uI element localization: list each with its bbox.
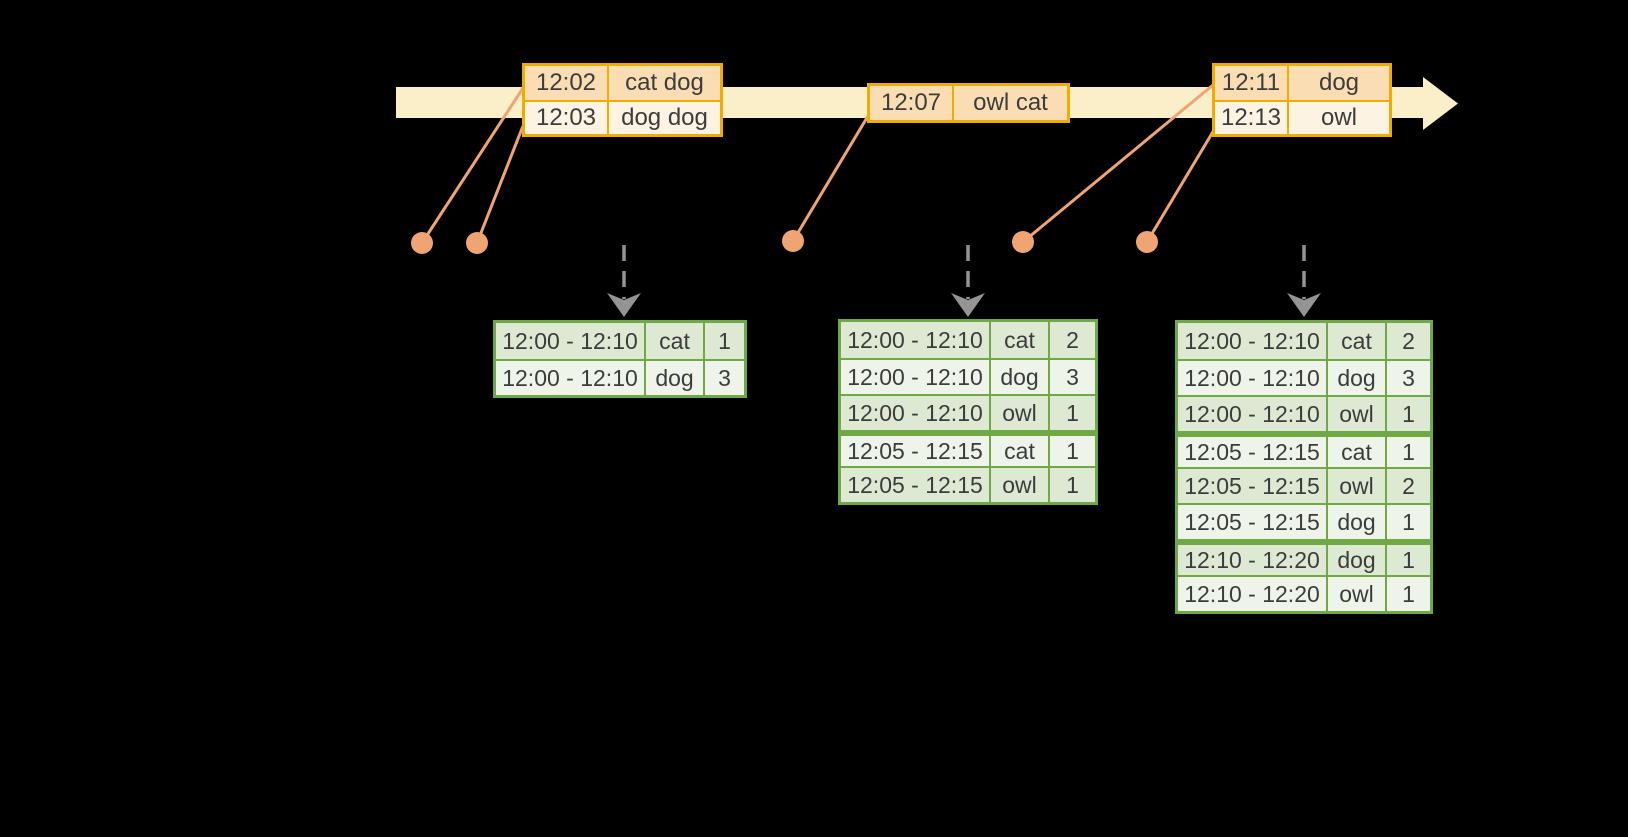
window-cell: 12:05 - 12:15	[1184, 472, 1320, 499]
event-row: 12:07 owl cat	[870, 86, 1067, 120]
timeline-arrowhead-icon	[1423, 77, 1458, 130]
word-cell: dog	[1326, 505, 1385, 539]
count-cell: 3	[703, 361, 744, 395]
count-cell: 1	[1385, 397, 1430, 431]
word-cell: cat	[1326, 437, 1385, 467]
event-dot	[466, 232, 488, 254]
event-time-cell: 12:02	[535, 69, 597, 96]
event-words-cell: dog dog	[607, 102, 720, 134]
event-leader-line	[420, 87, 525, 244]
word-cell: owl	[989, 396, 1048, 430]
event-words-cell: cat dog	[607, 66, 720, 100]
window-cell: 12:00 - 12:10	[847, 399, 983, 426]
count-cell: 1	[1385, 545, 1430, 575]
window-cell: 12:00 - 12:10	[1184, 364, 1320, 391]
event-leader-line	[1022, 83, 1214, 244]
count-cell: 1	[1385, 437, 1430, 467]
window-cell: 12:00 - 12:10	[1184, 327, 1320, 354]
word-cell: owl	[1326, 397, 1385, 431]
event-words-cell: owl	[1287, 102, 1389, 134]
event-words-cell: dog	[1287, 66, 1389, 100]
trigger-arrowhead-icon	[607, 293, 641, 317]
event-leader-line	[475, 125, 525, 244]
count-cell: 1	[1385, 577, 1430, 611]
event-dot	[411, 232, 433, 254]
event-words-cell: owl cat	[952, 86, 1067, 120]
event-time-cell: 12:07	[880, 89, 942, 116]
window-cell: 12:10 - 12:20	[1184, 580, 1320, 607]
count-cell: 1	[1385, 505, 1430, 539]
event-table-2: 12:07 owl cat	[867, 83, 1070, 123]
word-cell: cat	[989, 322, 1048, 358]
window-cell: 12:05 - 12:15	[847, 471, 983, 498]
window-cell: 12:00 - 12:10	[502, 327, 638, 354]
event-table-1: 12:02 cat dog 12:03 dog dog	[522, 63, 723, 137]
event-dot	[782, 230, 804, 252]
window-cell: 12:10 - 12:20	[1184, 546, 1320, 573]
word-cell: dog	[989, 360, 1048, 394]
count-cell: 3	[1048, 360, 1095, 394]
count-cell: 1	[703, 323, 744, 359]
word-cell: dog	[1326, 545, 1385, 575]
event-leader-line	[1145, 129, 1216, 243]
count-cell: 2	[1048, 322, 1095, 358]
event-dot	[1136, 231, 1158, 253]
window-cell: 12:00 - 12:10	[1184, 400, 1320, 427]
count-cell: 1	[1048, 396, 1095, 430]
window-cell: 12:00 - 12:10	[847, 326, 983, 353]
word-cell: owl	[1326, 469, 1385, 503]
window-cell: 12:05 - 12:15	[847, 437, 983, 464]
word-cell: dog	[1326, 361, 1385, 395]
event-dot	[1012, 231, 1034, 253]
word-cell: owl	[1326, 577, 1385, 611]
word-cell: cat	[644, 323, 703, 359]
window-cell: 12:00 - 12:10	[847, 363, 983, 390]
event-row: 12:03 dog dog	[525, 100, 720, 134]
count-cell: 2	[1385, 469, 1430, 503]
word-cell: owl	[989, 468, 1048, 502]
event-time-cell: 12:13	[1220, 104, 1282, 131]
count-cell: 2	[1385, 323, 1430, 359]
window-cell: 12:05 - 12:15	[1184, 508, 1320, 535]
window-cell: 12:00 - 12:10	[502, 364, 638, 391]
event-row: 12:02 cat dog	[525, 66, 720, 100]
word-cell: dog	[644, 361, 703, 395]
count-cell: 3	[1385, 361, 1430, 395]
trigger-arrowhead-icon	[1287, 293, 1321, 317]
event-leader-line	[791, 115, 870, 242]
word-cell: cat	[1326, 323, 1385, 359]
window-cell: 12:05 - 12:15	[1184, 438, 1320, 465]
word-cell: cat	[989, 436, 1048, 466]
event-time-cell: 12:03	[535, 104, 597, 131]
count-cell: 1	[1048, 468, 1095, 502]
trigger-arrowhead-icon	[951, 293, 985, 317]
event-time-cell: 12:11	[1221, 69, 1281, 96]
count-cell: 1	[1048, 436, 1095, 466]
